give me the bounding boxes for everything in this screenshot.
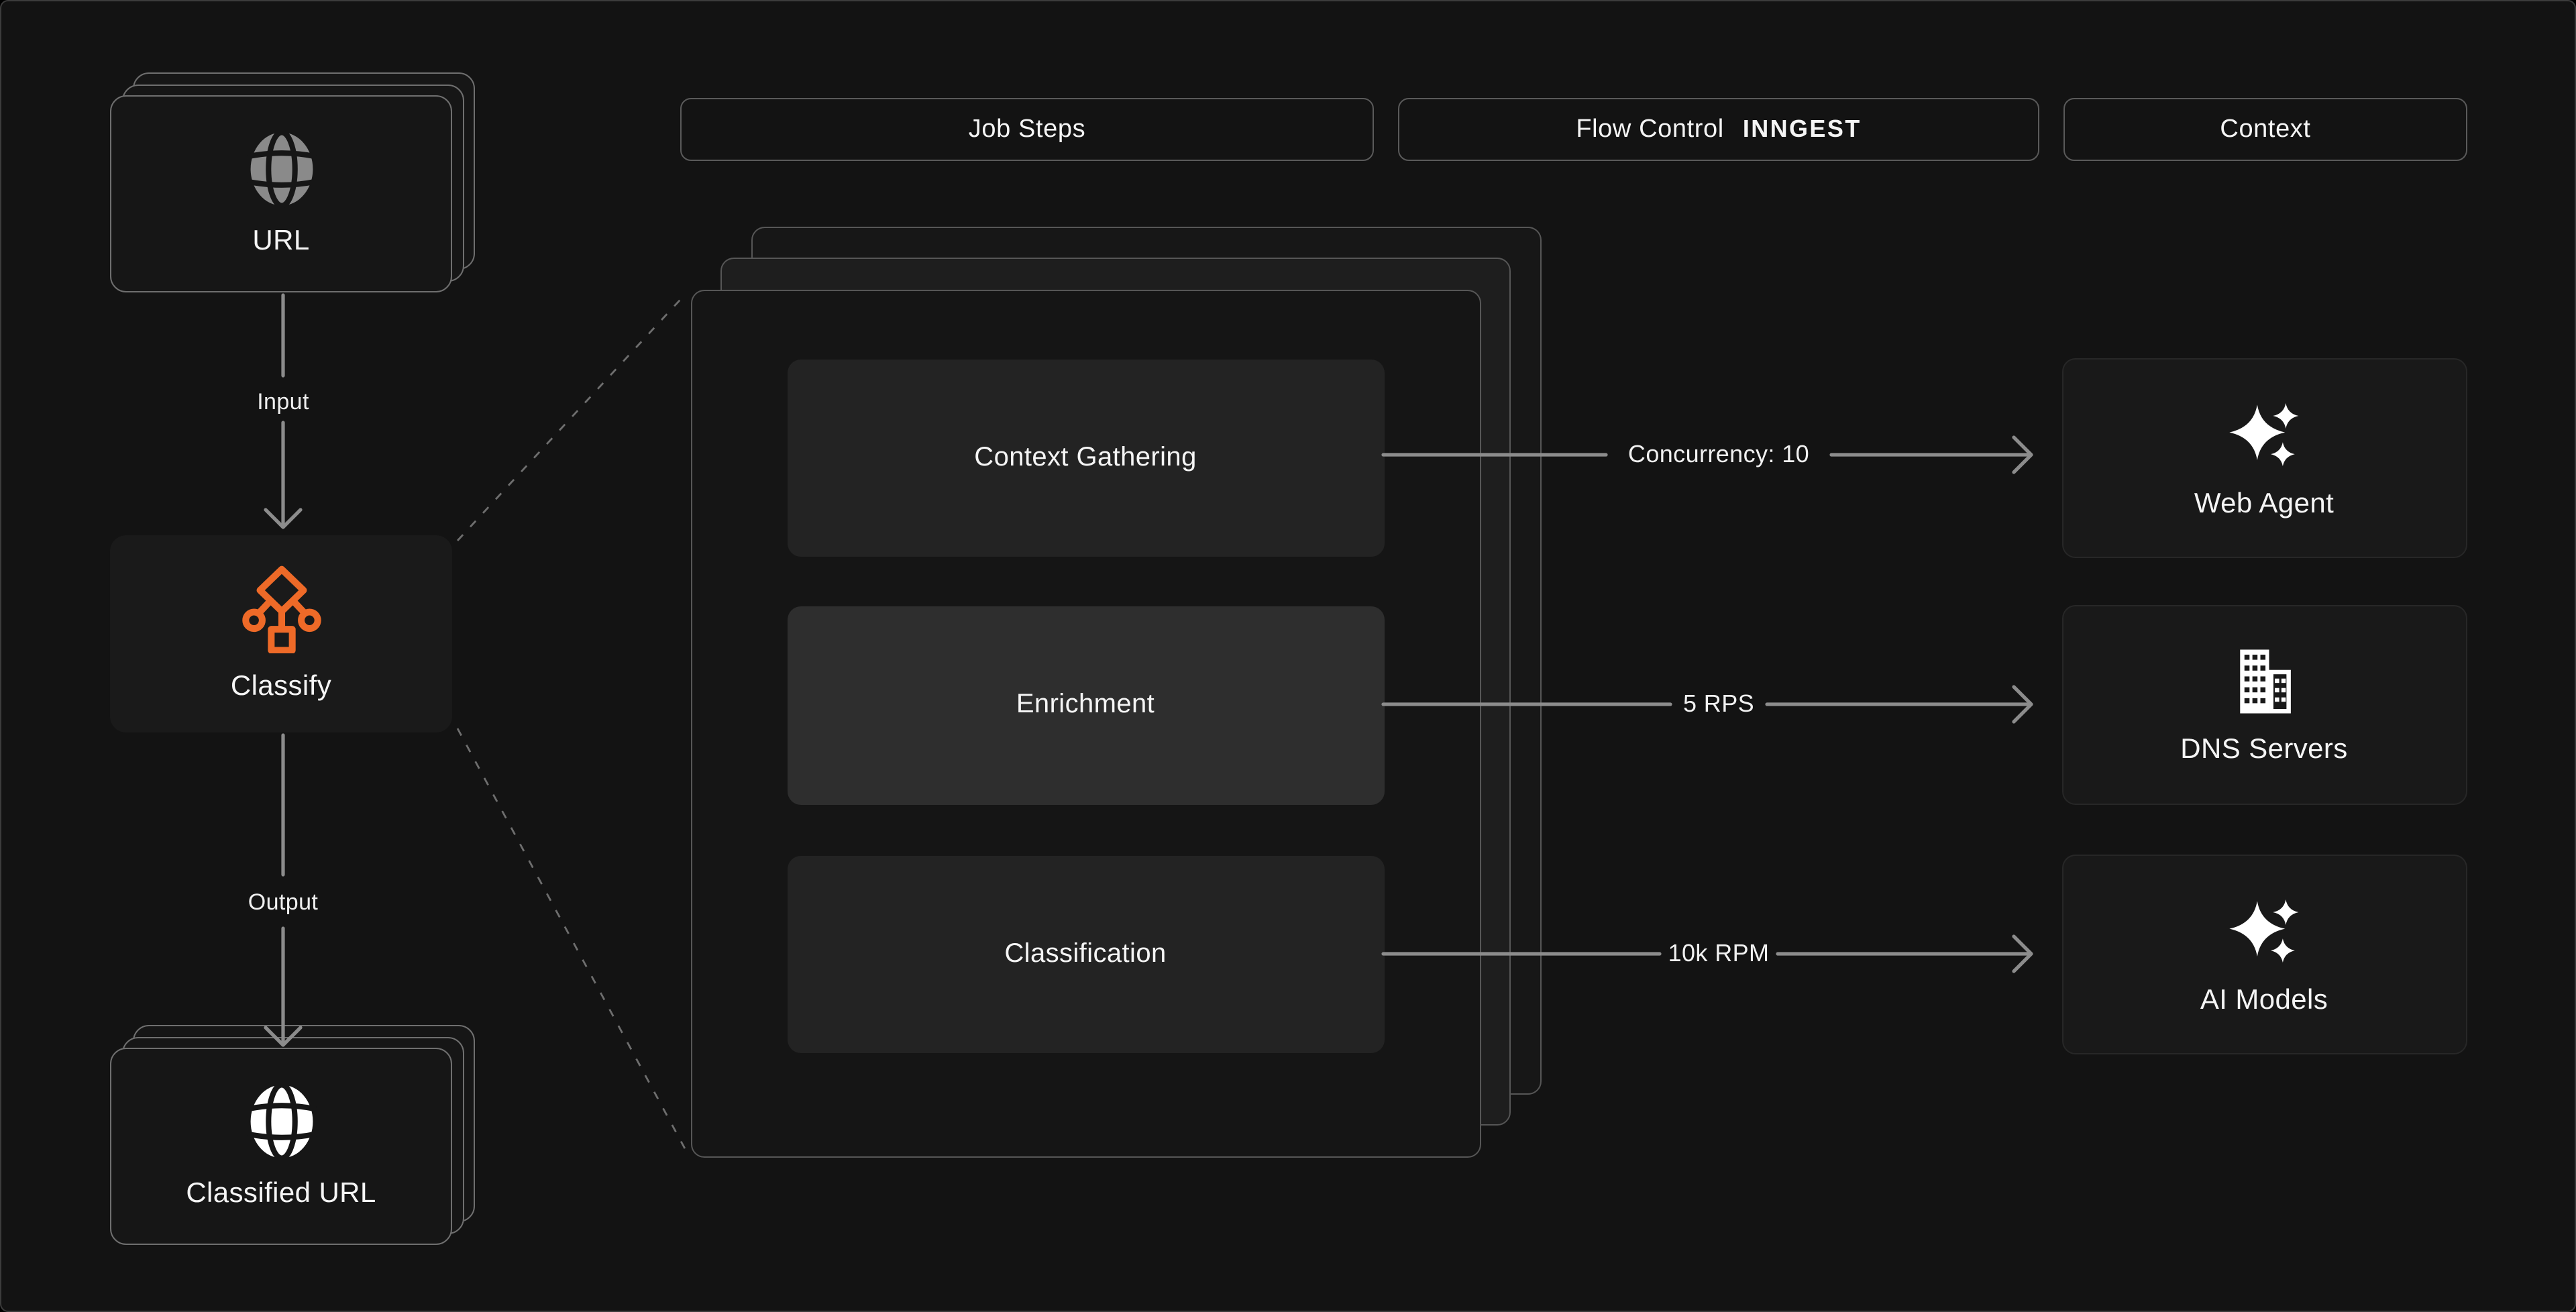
classified-url-card-label: Classified URL xyxy=(186,1178,376,1209)
header-job-steps: Job Steps xyxy=(680,98,1374,161)
job-step-label: Classification xyxy=(1004,939,1167,969)
dashed-connector-top xyxy=(456,292,688,541)
classify-card-label: Classify xyxy=(230,671,332,702)
service-label: DNS Servers xyxy=(2180,733,2348,764)
service-dns-servers: DNS Servers xyxy=(2061,605,2467,805)
header-flow-control: Flow Control INNGEST xyxy=(1398,98,2039,161)
classify-card: Classify xyxy=(110,535,452,732)
flow-label-concurrency: Concurrency: 10 xyxy=(1627,441,1810,468)
header-flow-control-label: Flow Control xyxy=(1576,115,1724,143)
classified-url-card: Classified URL xyxy=(110,1048,452,1245)
service-ai-models: AI Models xyxy=(2061,855,2467,1054)
header-context-label: Context xyxy=(2220,115,2311,143)
input-arrow-label: Input xyxy=(257,389,309,415)
sparkles-icon xyxy=(2229,402,2298,466)
flow-label-rpm: 10k RPM xyxy=(1668,940,1770,967)
globe-icon xyxy=(246,130,316,208)
job-step-classification: Classification xyxy=(787,856,1384,1053)
dashed-connector-bottom xyxy=(456,728,688,1153)
job-step-enrichment: Enrichment xyxy=(787,606,1384,804)
job-step-label: Enrichment xyxy=(1016,690,1155,719)
output-arrow-label: Output xyxy=(248,889,319,915)
inngest-logo: INNGEST xyxy=(1742,115,1862,142)
header-job-steps-label: Job Steps xyxy=(968,115,1086,143)
service-label: AI Models xyxy=(2200,984,2328,1015)
service-label: Web Agent xyxy=(2194,488,2334,518)
job-step-label: Context Gathering xyxy=(974,443,1197,472)
sparkles-icon xyxy=(2229,898,2298,963)
flow-label-rps: 5 RPS xyxy=(1682,690,1755,717)
globe-icon xyxy=(246,1083,316,1160)
service-web-agent: Web Agent xyxy=(2061,358,2467,558)
url-card: URL xyxy=(110,95,452,292)
url-card-label: URL xyxy=(252,225,310,256)
classify-tree-icon xyxy=(241,565,321,653)
header-context: Context xyxy=(2063,98,2467,161)
job-step-context-gathering: Context Gathering xyxy=(787,360,1384,557)
building-icon xyxy=(2239,649,2290,713)
